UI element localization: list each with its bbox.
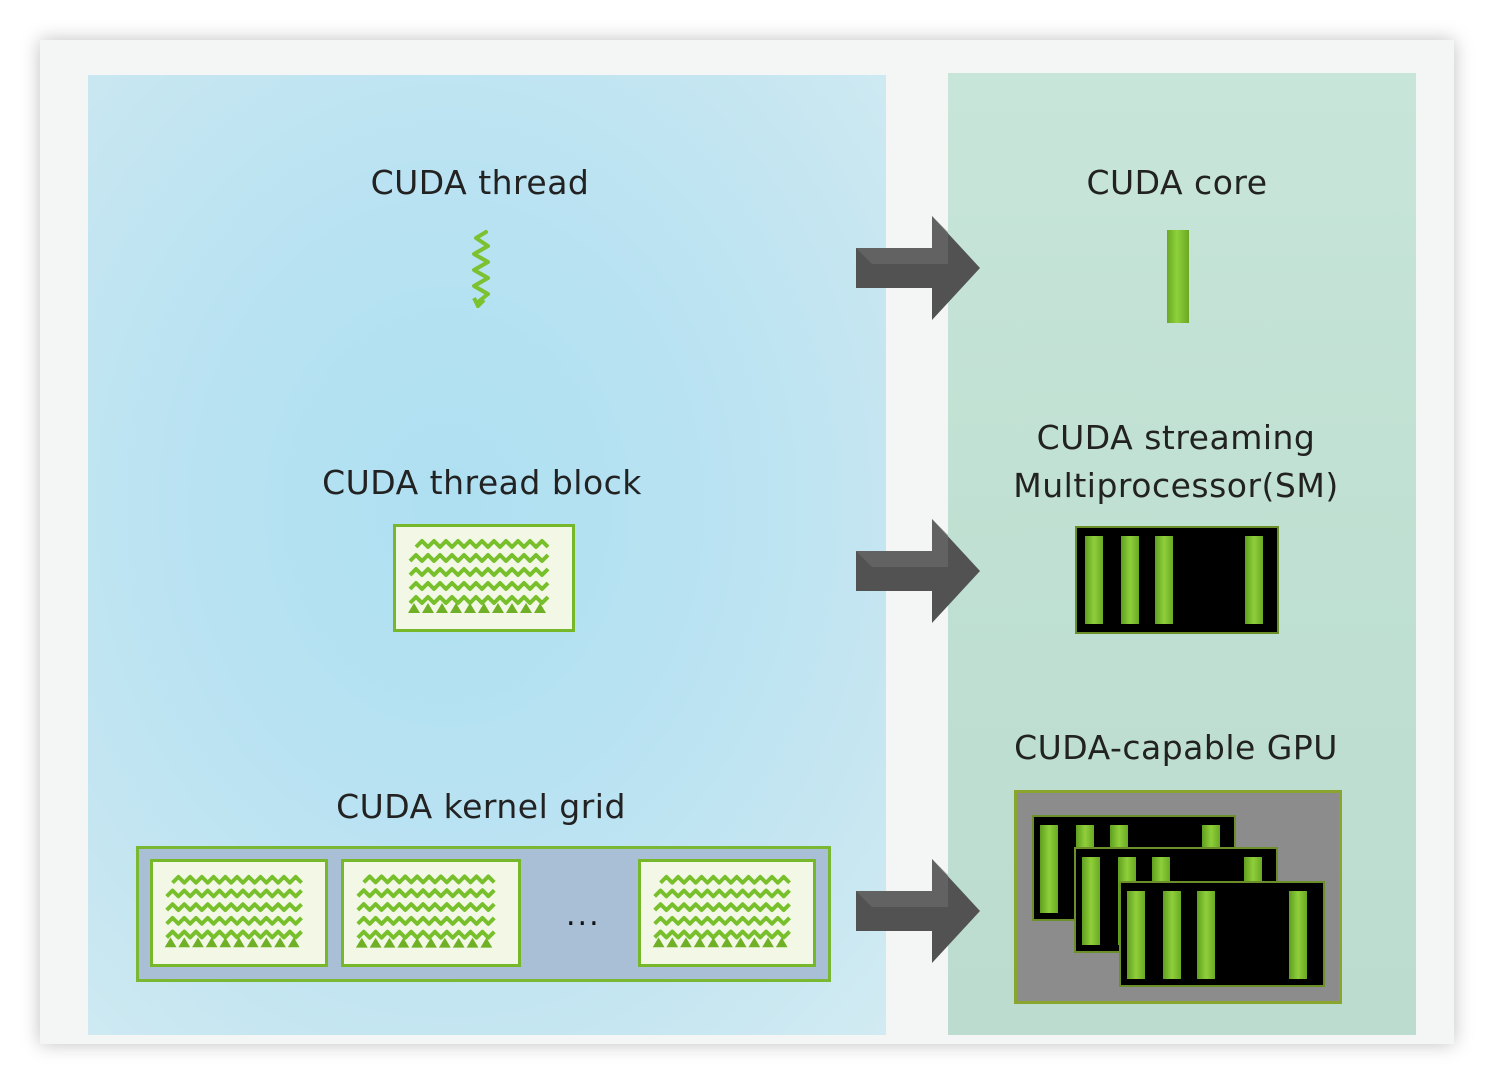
grid-ellipsis: ... [566, 898, 601, 933]
sm-core-2 [1121, 536, 1139, 624]
grid-block-threads [355, 874, 496, 948]
cuda-sm-label-line1: CUDA streaming [1036, 418, 1316, 457]
cuda-core-label: CUDA core [1086, 163, 1268, 202]
grid-block-threads [652, 874, 791, 948]
sm-core-n [1245, 536, 1263, 624]
gpu-sm-3-core [1197, 891, 1215, 979]
cuda-thread-label: CUDA thread [370, 163, 590, 202]
gpu-sm-3-core [1289, 891, 1307, 979]
sm-core-3 [1155, 536, 1173, 624]
thread-block-threads [408, 539, 550, 613]
gpu-sm-1-core [1040, 825, 1058, 913]
gpu-icon [1014, 790, 1342, 1004]
gpu-sm-3-core [1127, 891, 1145, 979]
grid-block-2 [341, 859, 521, 967]
arrow-block-to-sm [856, 519, 980, 623]
arrow-thread-to-core [856, 216, 980, 320]
arrow-grid-to-gpu [856, 859, 980, 963]
gpu-sm-2-core [1082, 857, 1100, 945]
cuda-thread-block-label: CUDA thread block [322, 463, 642, 502]
grid-block-threads [164, 874, 303, 948]
thread-block-icon [393, 524, 575, 632]
grid-block-1 [150, 859, 328, 967]
cuda-core-icon [1167, 230, 1189, 323]
cuda-gpu-label: CUDA-capable GPU [1014, 728, 1338, 767]
gpu-sm-3 [1119, 881, 1325, 987]
sm-core-1 [1085, 536, 1103, 624]
cuda-sm-label-line2: Multiprocessor(SM) [1013, 466, 1339, 505]
cuda-kernel-grid-label: CUDA kernel grid [336, 787, 626, 826]
gpu-sm-3-core [1163, 891, 1181, 979]
sm-icon [1075, 526, 1279, 634]
grid-block-n [638, 859, 816, 967]
thread-icon [472, 230, 490, 308]
